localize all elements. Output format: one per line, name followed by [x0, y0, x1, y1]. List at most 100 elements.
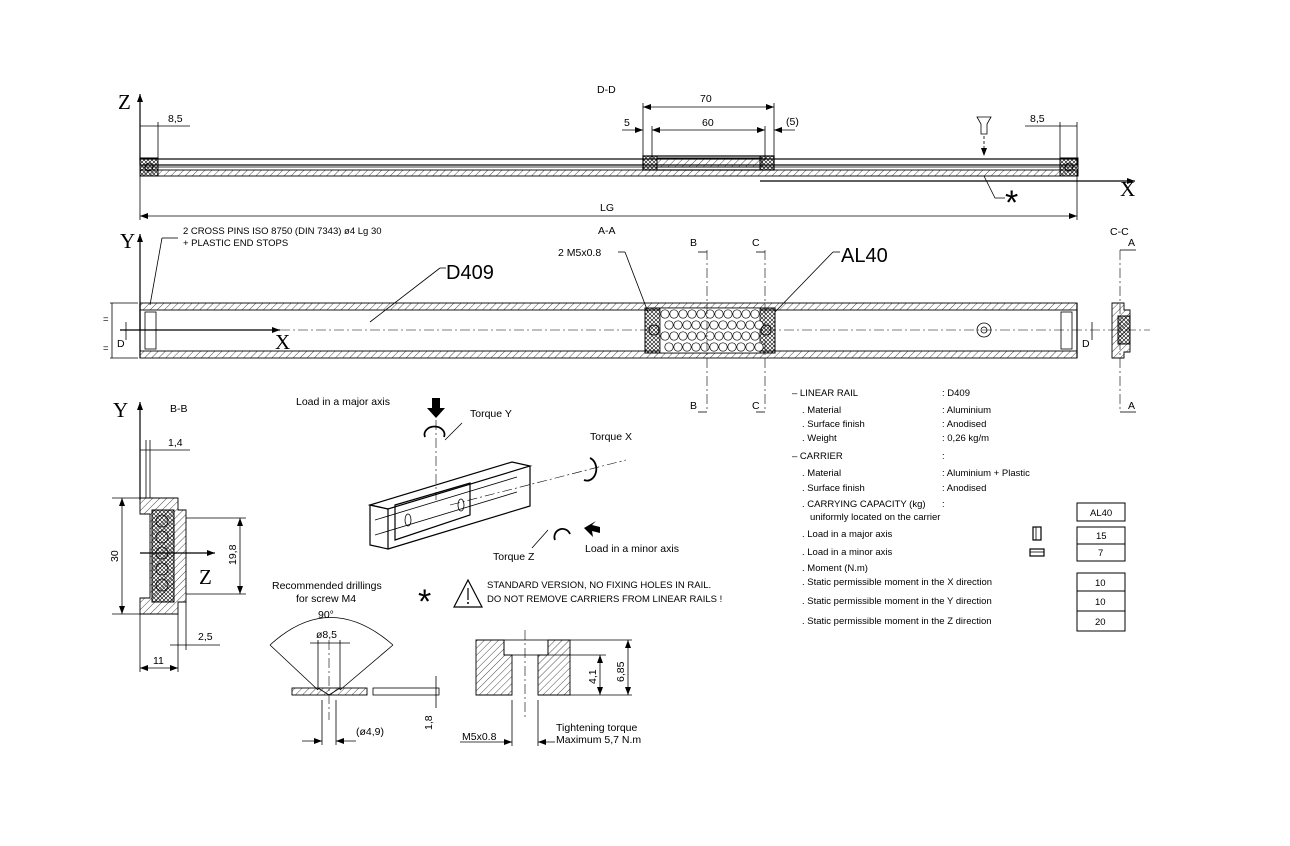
- warning-line1: STANDARD VERSION, NO FIXING HOLES IN RAI…: [487, 580, 711, 591]
- drilling-plate: [291, 687, 368, 696]
- ball: [700, 342, 710, 352]
- spec-major-label: . Load in a major axis: [802, 529, 893, 540]
- ball: [705, 309, 715, 319]
- dim-2-5: 2,5: [198, 631, 213, 643]
- section-b-bottom: B: [690, 400, 697, 412]
- ball: [678, 331, 688, 341]
- ball: [736, 320, 746, 330]
- dim-1-4: 1,4: [168, 437, 183, 449]
- screw-icon: [976, 116, 992, 156]
- table-mz: 20: [1095, 617, 1106, 628]
- torque-z-label: Torque Z: [493, 551, 535, 563]
- spec-rail-finish-label: . Surface finish: [802, 419, 865, 430]
- ball: [723, 331, 733, 341]
- torque-line2: Maximum 5,7 N.m: [556, 734, 641, 746]
- bb-z-label: Z: [199, 565, 212, 589]
- spec-mz-label: . Static permissible moment in the Z dir…: [802, 616, 992, 627]
- spec-mx-label: . Static permissible moment in the X dir…: [802, 577, 992, 588]
- spec-rail-finish-value: : Anodised: [942, 419, 986, 430]
- view-bb-label: B-B: [170, 403, 188, 415]
- dim-5-paren: (5): [786, 116, 799, 128]
- spec-rail-weight-label: . Weight: [802, 433, 837, 444]
- dim-8-5-right: 8,5: [1030, 113, 1045, 125]
- ball: [660, 331, 670, 341]
- bb-carrier-profile: [151, 509, 175, 603]
- spec-carrier-finish-label: . Surface finish: [802, 483, 865, 494]
- top-view: D-D Z X 70 60 5 (5) 8,: [118, 84, 1135, 222]
- rail-top-edge: [139, 158, 1078, 166]
- y-axis-label: Y: [120, 229, 135, 253]
- ball: [709, 342, 719, 352]
- section-b-top: B: [690, 237, 697, 249]
- dim-70: 70: [700, 93, 712, 105]
- dim-30: 30: [109, 550, 121, 562]
- spec-rail-weight-value: : 0,26 kg/m: [942, 433, 989, 444]
- dim-8-5-left: 8,5: [168, 113, 183, 125]
- dim-4-1: 4,1: [587, 669, 599, 684]
- load-major-label: Load in a major axis: [296, 396, 390, 408]
- ball: [727, 342, 737, 352]
- end-stop-right: [1059, 157, 1079, 177]
- section-bb: Y B-B Z 1,4 30 19,8 2,5 11: [109, 398, 246, 672]
- section-cc: C-C A A: [1110, 226, 1136, 413]
- spec-linear-rail-label: – LINEAR RAIL: [792, 388, 858, 399]
- section-c-top: C: [752, 237, 760, 249]
- ball: [741, 309, 751, 319]
- ball: [750, 309, 760, 319]
- screw-spec: 2 M5x0.8: [558, 247, 601, 259]
- rail-x-label: X: [275, 330, 290, 354]
- ball-bearings: [659, 307, 764, 354]
- ball: [673, 342, 683, 352]
- end-stop-left: [139, 157, 159, 177]
- spec-minor-label: . Load in a minor axis: [802, 547, 893, 558]
- warning-block: * STANDARD VERSION, NO FIXING HOLES IN R…: [418, 578, 722, 621]
- spec-carrier-value: :: [942, 451, 945, 462]
- table-header: AL40: [1090, 508, 1112, 519]
- table-my: 10: [1095, 597, 1106, 608]
- spec-rail-material-value: : Aluminium: [942, 405, 991, 416]
- spec-rail-material-label: . Material: [802, 405, 841, 416]
- ball: [678, 309, 688, 319]
- view-cc-label: C-C: [1110, 226, 1129, 238]
- dia-4-9: (ø4,9): [356, 726, 384, 738]
- minor-load-arrow-icon: [584, 521, 600, 537]
- ball: [705, 331, 715, 341]
- ball: [754, 320, 764, 330]
- ball: [750, 331, 760, 341]
- ball: [669, 331, 679, 341]
- ball: [687, 331, 697, 341]
- ball: [745, 342, 755, 352]
- d-left: D: [117, 338, 125, 350]
- section-a-bottom: A: [1128, 400, 1135, 412]
- rail-hatched-base: [139, 169, 1078, 177]
- dim-19-8: 19,8: [227, 544, 239, 565]
- torque-line1: Tightening torque: [556, 722, 637, 734]
- ball: [682, 320, 692, 330]
- counterbore-section: 6,85 4,1 M5x0.8 Tightening torque Maximu…: [460, 630, 641, 746]
- ball: [696, 309, 706, 319]
- spec-carrier-material-value: : Aluminium + Plastic: [942, 468, 1030, 479]
- view-dd-label: D-D: [597, 84, 616, 96]
- spec-carrier-finish-value: : Anodised: [942, 483, 986, 494]
- star-marker: *: [1005, 184, 1018, 222]
- x-axis-label: X: [1120, 177, 1135, 201]
- torque-y-label: Torque Y: [470, 408, 512, 420]
- capacity-table: AL40 15 7 10 10 20: [1076, 502, 1126, 632]
- dim-lg: LG: [600, 202, 614, 214]
- section-a-top: A: [1128, 237, 1135, 249]
- carrier-horizontal-icon: [1029, 548, 1045, 557]
- ball: [714, 331, 724, 341]
- carrier-code: AL40: [841, 245, 888, 267]
- carrier-vertical-icon: [1032, 526, 1042, 541]
- spec-carrier-material-label: . Material: [802, 468, 841, 479]
- ball: [696, 331, 706, 341]
- torque-z-icon: [553, 528, 571, 541]
- drilling-title-line1: Recommended drillings: [272, 580, 382, 592]
- table-major: 15: [1096, 531, 1107, 542]
- bb-y-label: Y: [113, 398, 128, 422]
- ball: [754, 342, 764, 352]
- ball: [732, 331, 742, 341]
- dim-11: 11: [153, 655, 164, 667]
- ball: [669, 309, 679, 319]
- pins-note-line1: 2 CROSS PINS ISO 8750 (DIN 7343) ø4 Lg 3…: [183, 226, 382, 237]
